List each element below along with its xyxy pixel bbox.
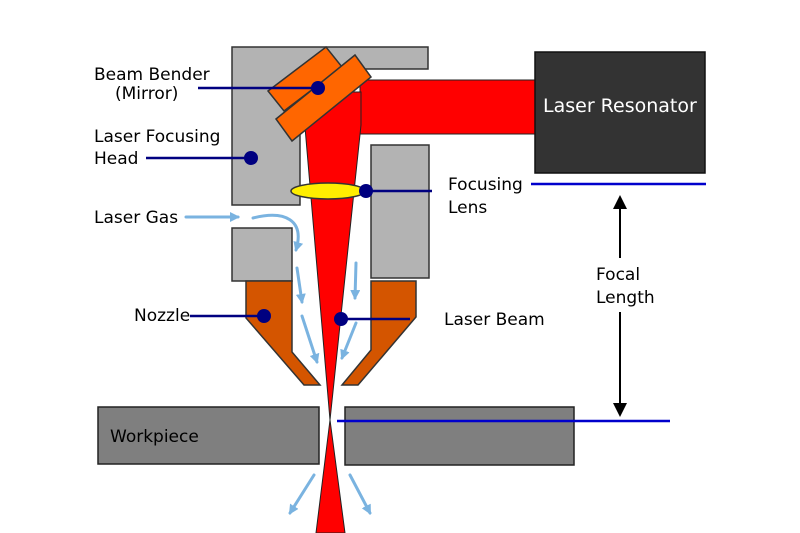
laser-resonator-label: Laser Resonator: [543, 95, 697, 117]
nozzle-right: [340, 280, 417, 386]
focusing-head-sub-label: Head: [94, 149, 138, 169]
right-head-block: [370, 144, 430, 279]
laser-beam-label: Laser Beam: [444, 310, 545, 330]
beam-bender-sub-label: (Mirror): [115, 84, 178, 104]
workpiece-label: Workpiece: [110, 427, 199, 447]
focusing-lens: [290, 182, 366, 200]
focal-label-2: Length: [596, 288, 655, 308]
horizontal-laser-beam: [359, 79, 537, 135]
laser-gas-arrows: [184, 212, 372, 515]
workpiece-right: [344, 406, 575, 466]
focal-label-1: Focal: [596, 265, 640, 285]
nozzle-left: [245, 280, 322, 386]
beam-bender-mirror: [266, 45, 373, 143]
left-nozzle-collar: [231, 227, 293, 282]
focusing-lens-sub-label: Lens: [448, 198, 487, 218]
nozzle-label: Nozzle: [134, 306, 190, 326]
focusing-lens-label: Focusing: [448, 175, 523, 195]
exit-laser-beam: [315, 419, 346, 533]
focusing-head-label: Laser Focusing: [94, 127, 220, 147]
leader-dots: [244, 81, 373, 326]
laser-resonator: [534, 51, 706, 174]
leader-lines: [146, 86, 432, 321]
workpiece-left: [97, 406, 320, 465]
focused-laser-beam: [301, 91, 362, 421]
laser-gas-label: Laser Gas: [94, 208, 178, 228]
beam-bender-label: Beam Bender: [94, 65, 210, 85]
